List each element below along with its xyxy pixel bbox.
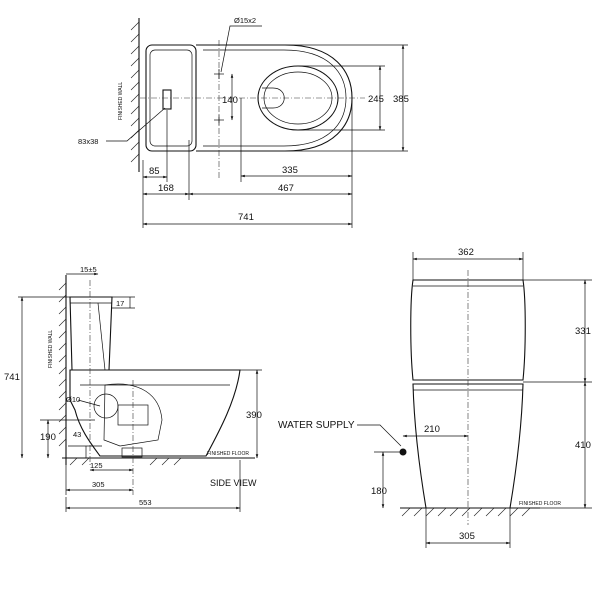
top-hole-leader	[220, 25, 262, 73]
front-water-supply-label: WATER SUPPLY	[278, 420, 355, 431]
side-view-title: SIDE VIEW	[210, 478, 257, 488]
top-dim-168: 168	[158, 183, 174, 194]
top-view: FINISHED WALL Ø15x2 140 245	[78, 16, 409, 228]
side-finished-floor-label: FINISHED FLOOR	[207, 451, 249, 457]
front-dim-410: 410	[575, 440, 591, 451]
top-83x38-leader	[106, 107, 166, 142]
front-floor-hatch	[401, 507, 531, 517]
side-wall-hatch	[58, 282, 67, 447]
side-tank-line	[97, 302, 106, 371]
top-dim-741: 741	[238, 212, 254, 223]
side-trapway	[103, 383, 163, 447]
front-dim-362: 362	[458, 247, 474, 258]
top-dim-385: 385	[393, 94, 409, 105]
side-dim-125: 125	[90, 461, 103, 470]
front-dim-305: 305	[459, 531, 475, 542]
top-dim-335: 335	[282, 165, 298, 176]
top-finished-wall-label: FINISHED WALL	[118, 82, 124, 120]
top-outlet-rect	[162, 89, 172, 110]
top-wall-hatch	[130, 21, 140, 163]
side-bowl	[69, 369, 241, 457]
front-water-supply-leader	[357, 424, 402, 447]
side-dim-305: 305	[92, 480, 105, 489]
front-view: FINISHED FLOOR WATER SUPPLY 362 331 410 …	[278, 247, 592, 548]
top-fixing-holes	[214, 69, 224, 125]
side-floor-hatch	[69, 457, 182, 466]
side-outlet-connector	[121, 447, 143, 458]
side-tank	[69, 296, 113, 371]
side-dim-43: 43	[73, 430, 81, 439]
front-dim-331: 331	[575, 326, 591, 337]
side-dim-741: 741	[4, 372, 20, 383]
front-dim-180: 180	[371, 486, 387, 497]
side-inlet-circle	[93, 393, 119, 419]
side-dim-phi10: Ø10	[66, 395, 80, 404]
top-dim-85: 85	[149, 166, 160, 177]
top-dim-140: 140	[222, 95, 238, 106]
side-finished-wall-label: FINISHED WALL	[48, 330, 54, 368]
side-dim-553: 553	[139, 498, 152, 507]
top-dim-83x38: 83x38	[78, 137, 98, 146]
side-view: FINISHED WALL FINISHED FLOOR 15±5	[4, 265, 262, 512]
side-dim-390: 390	[246, 410, 262, 421]
side-dim-15: 15±5	[80, 265, 97, 274]
side-dim-190: 190	[40, 432, 56, 443]
top-dim-hole: Ø15x2	[234, 16, 256, 25]
top-dim-245: 245	[368, 94, 384, 105]
side-dim-17: 17	[116, 299, 124, 308]
front-tank	[410, 279, 526, 381]
front-finished-floor-label: FINISHED FLOOR	[519, 501, 561, 507]
top-dim-467: 467	[278, 183, 294, 194]
side-phi10-leader	[77, 399, 101, 407]
front-dim-210: 210	[424, 424, 440, 435]
